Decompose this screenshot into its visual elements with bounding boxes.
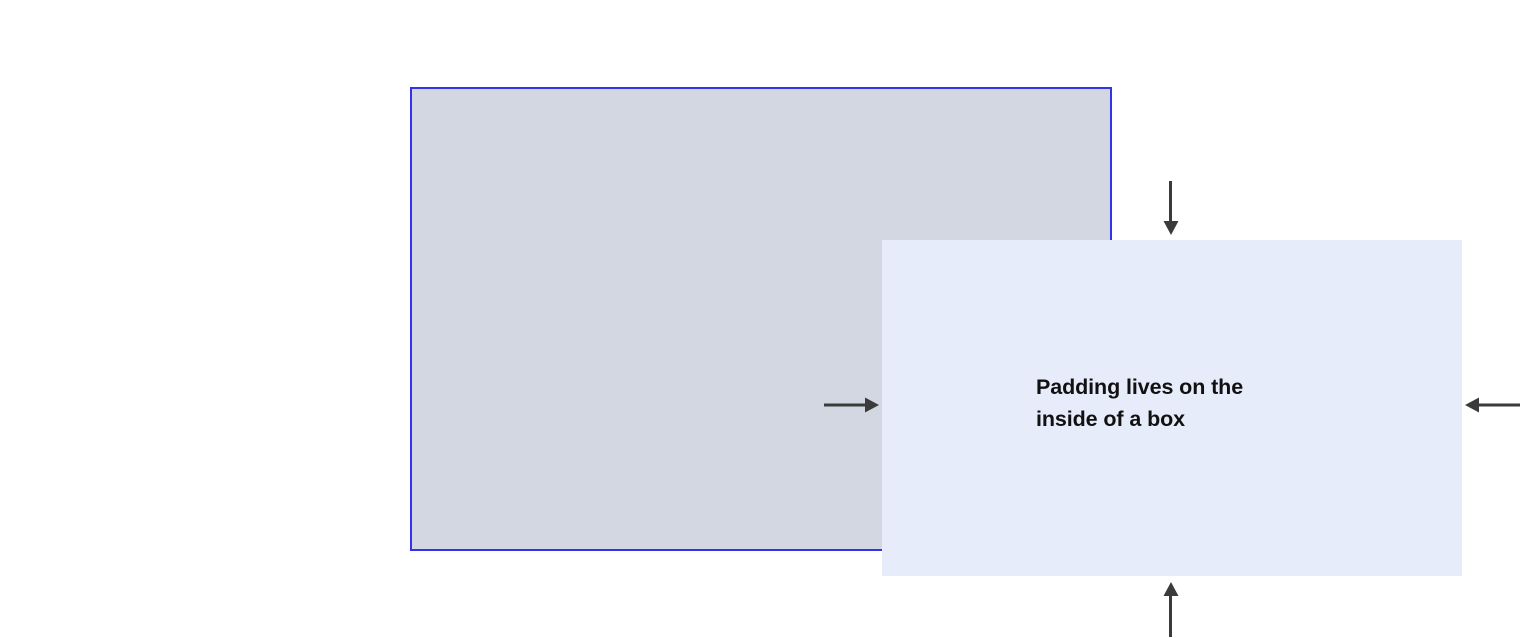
arrow-left-icon — [1465, 397, 1520, 413]
arrow-down-icon — [1163, 181, 1179, 235]
arrow-right-icon — [824, 397, 879, 413]
content-box: Padding lives on the inside of a box — [882, 240, 1462, 576]
padding-box: Padding lives on the inside of a box — [410, 87, 1520, 637]
content-box-label: Padding lives on the inside of a box — [1036, 375, 1244, 431]
arrow-up-icon — [1163, 582, 1179, 637]
